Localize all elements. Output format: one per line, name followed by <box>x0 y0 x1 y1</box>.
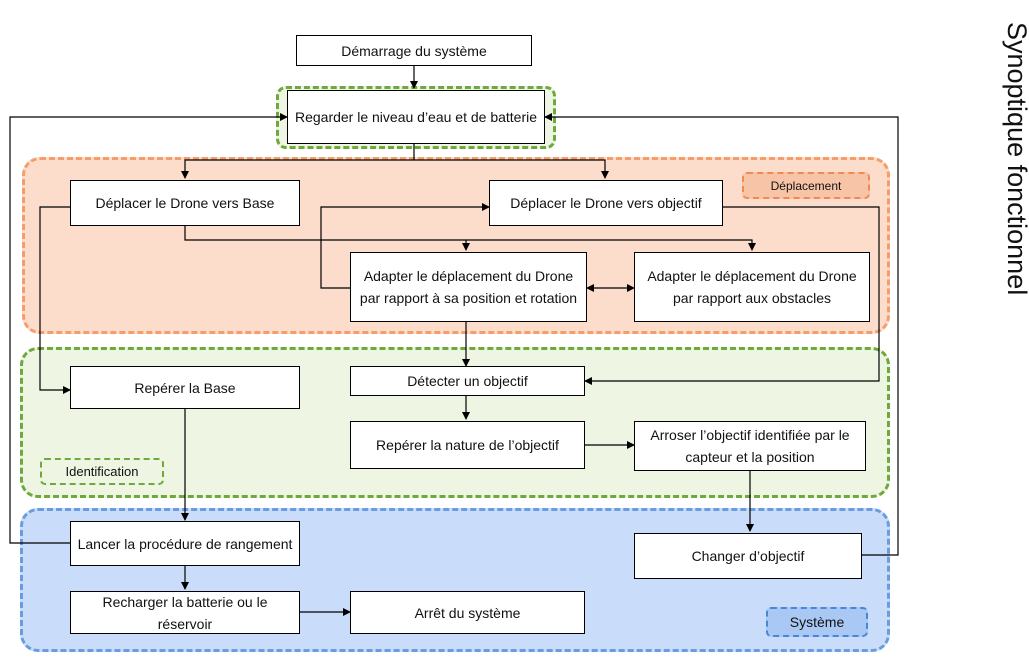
edge-adapter-feedback <box>320 203 490 289</box>
node-detecter: Détecter un objectif <box>350 366 585 396</box>
zone-label-identification: Identification <box>40 458 164 485</box>
node-reperer-nature: Repérer la nature de l’objectif <box>350 421 585 469</box>
node-adapter-position: Adapter le déplacement du Drone par rapp… <box>350 252 587 322</box>
node-regarder: Regarder le niveau d’eau et de batterie <box>287 90 545 144</box>
node-deplacer-base: Déplacer le Drone vers Base <box>70 180 300 226</box>
edge-regarder-objectif <box>414 159 609 179</box>
zone-label-deplacement: Déplacement <box>742 172 870 199</box>
node-arroser: Arroser l’objectif identifiée par le cap… <box>634 421 866 471</box>
edge-base-obstacles <box>466 239 756 251</box>
edge-changer-regarder <box>544 113 899 556</box>
edge-lancer-regarder <box>9 113 288 544</box>
edge-base-adapter <box>184 226 470 251</box>
node-reperer-base: Repérer la Base <box>70 366 300 409</box>
node-changer: Changer d’objectif <box>634 533 862 579</box>
node-adapter-obstacles: Adapter le déplacement du Drone par rapp… <box>634 252 870 322</box>
side-title: Synoptique fonctionnel <box>1002 22 1029 296</box>
node-deplacer-objectif: Déplacer le Drone vers objectif <box>489 180 723 226</box>
node-demarrage: Démarrage du système <box>296 35 532 66</box>
edge-regarder-split <box>181 144 415 179</box>
node-recharger: Recharger la batterie ou le réservoir <box>70 591 300 634</box>
zone-label-systeme: Système <box>766 607 868 637</box>
node-lancer: Lancer la procédure de rangement <box>70 521 300 566</box>
node-arret: Arrêt du système <box>350 591 585 634</box>
edge-base-reperer <box>39 206 71 394</box>
edge-objectif-detecter <box>584 206 880 385</box>
